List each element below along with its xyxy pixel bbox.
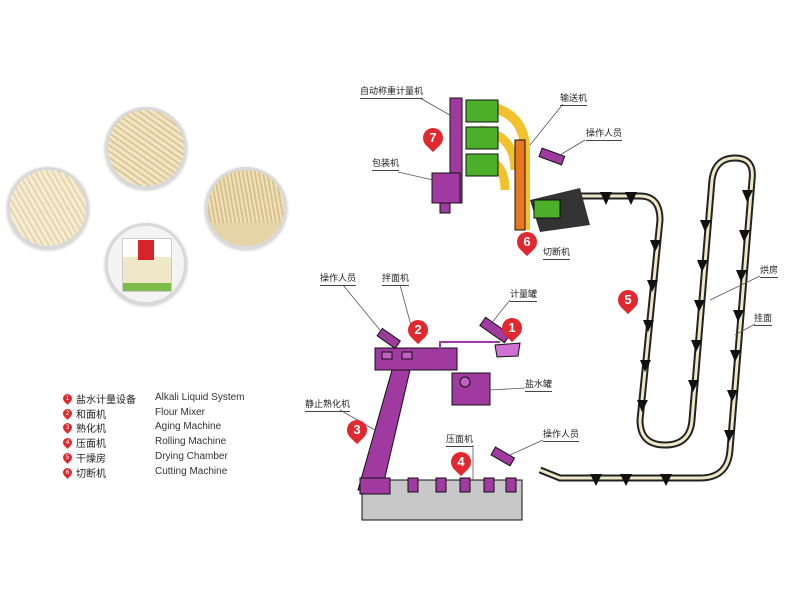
label-operator-left: 操作人员 — [320, 274, 357, 286]
legend-zh: 压面机 — [76, 438, 106, 450]
marker-3: 3 — [342, 415, 372, 445]
marker-7: 7 — [418, 123, 448, 153]
label-packer: 包装机 — [372, 159, 400, 171]
operator-figure-bottom — [490, 446, 516, 467]
brine-tank — [451, 372, 491, 406]
label-conveyor: 输送机 — [560, 94, 588, 106]
marker-2: 2 — [403, 315, 433, 345]
label-drying-room: 烘房 — [760, 266, 779, 278]
noodle-bundle-photo-left — [7, 167, 89, 249]
hanger-rods — [590, 190, 753, 486]
label-roller: 压面机 — [446, 435, 474, 447]
legend-zh: 切断机 — [76, 468, 106, 480]
legend-en: Cutting Machine — [155, 466, 228, 477]
legend-zh: 干燥房 — [76, 453, 106, 465]
marker-1: 1 — [497, 313, 527, 343]
legend-en: Drying Chamber — [155, 451, 228, 462]
label-hanging-noodle: 挂面 — [754, 314, 773, 326]
legend-zh: 熟化机 — [76, 423, 106, 435]
legend-en: Flour Mixer — [155, 407, 206, 418]
package-bag — [122, 238, 172, 292]
package-label — [138, 240, 154, 260]
label-operator-top: 操作人员 — [586, 129, 623, 141]
label-operator-bottom: 操作人员 — [543, 430, 580, 442]
legend-zh: 盐水计量设备 — [76, 394, 136, 406]
noodle-bundle-photo-top — [105, 107, 187, 189]
mixer-machine — [374, 316, 521, 371]
label-weigher: 自动称重计量机 — [360, 87, 424, 99]
label-mixer: 拌面机 — [382, 274, 410, 286]
weighing-machines — [431, 97, 530, 231]
label-metering-tank: 计量罐 — [510, 290, 538, 302]
marker-5: 5 — [613, 285, 643, 315]
noodle-bundle-photo-right — [205, 167, 287, 249]
legend-en: Rolling Machine — [155, 436, 227, 447]
cutting-machine — [530, 188, 590, 232]
marker-4: 4 — [446, 447, 476, 477]
rolling-machine — [359, 477, 523, 521]
operator-figure-top — [538, 147, 566, 166]
label-cutter: 切断机 — [543, 248, 571, 260]
legend-en: Alkali Liquid System — [155, 392, 245, 403]
legend-en: Aging Machine — [155, 421, 222, 432]
marker-6: 6 — [512, 227, 542, 257]
legend-zh: 和面机 — [76, 409, 106, 421]
label-brine-tank: 盐水罐 — [525, 380, 553, 392]
label-aging: 静止熟化机 — [305, 400, 351, 412]
noodle-package-photo — [105, 223, 187, 305]
